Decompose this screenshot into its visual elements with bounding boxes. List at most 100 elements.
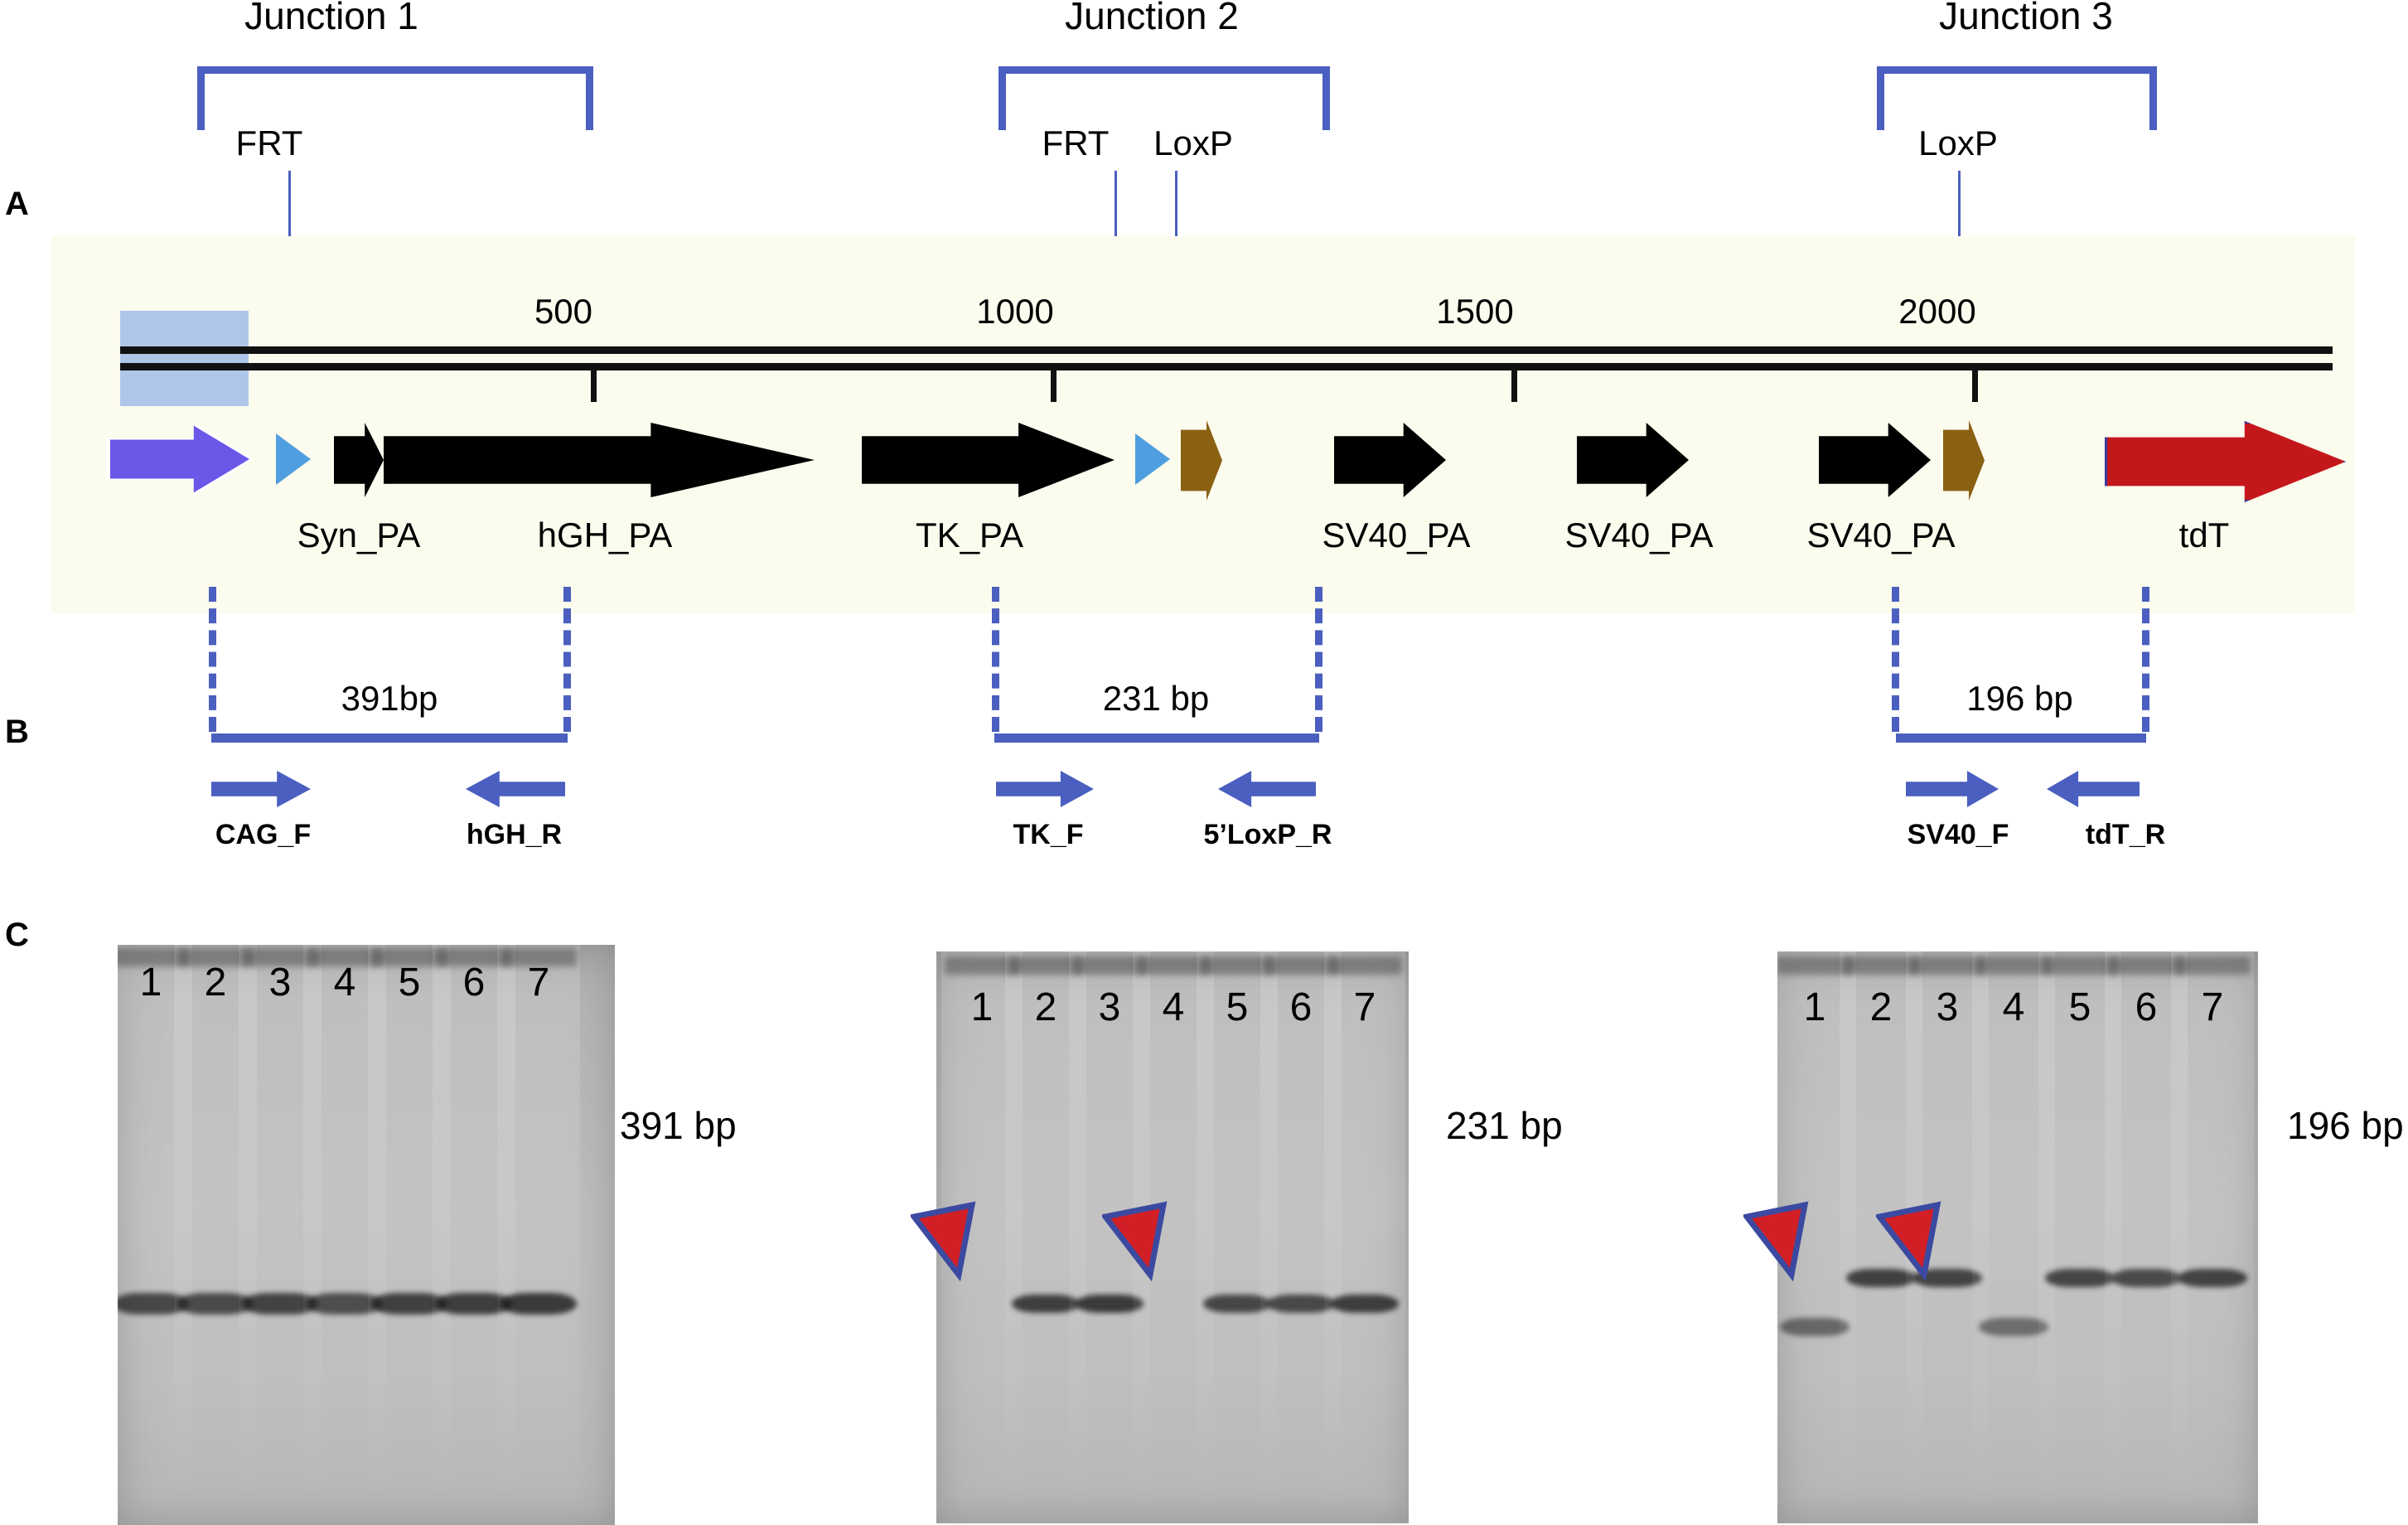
amplicon-2-reverse-primer-arrow (1218, 771, 1316, 807)
sv40-pa-label-2: SV40_PA (1564, 516, 1714, 554)
gel-band (2111, 1268, 2182, 1287)
gel-band (2044, 1268, 2115, 1287)
junction-3-site-loxp: LoxP (1918, 123, 1998, 162)
ruler-tick-1000 (1051, 370, 1057, 402)
gel-band (436, 1293, 512, 1314)
gel-band (1266, 1295, 1336, 1313)
gel-lane-streak (1324, 951, 1405, 1523)
gel-lane-number: 1 (1803, 985, 1826, 1029)
gel-lane-number: 4 (333, 961, 356, 1005)
gel-lane-number: 1 (139, 961, 162, 1005)
ruler-line-bottom (120, 363, 2333, 370)
gel-lane-number: 6 (1289, 985, 1313, 1029)
gel-well (500, 948, 577, 966)
ruler-label-2000: 2000 (1898, 292, 1976, 331)
tdt-label: tdT (2178, 516, 2230, 554)
gel-well (1200, 956, 1274, 975)
gel-well (1909, 956, 1985, 975)
ruler-label-1000: 1000 (976, 292, 1054, 331)
gel-lane-number: 1 (970, 985, 994, 1029)
junction-1-site-frt: FRT (235, 123, 303, 162)
ruler-tick-1500 (1511, 370, 1517, 402)
amplicon-3-bar (1896, 733, 2146, 743)
amplicon-1-reverse-primer-arrow (466, 771, 565, 807)
gel-band (1845, 1268, 1917, 1287)
gel-lane-number: 2 (204, 961, 227, 1005)
gel-well (1008, 956, 1083, 975)
gel-band (307, 1293, 383, 1314)
gel-lane-number: 7 (1353, 985, 1376, 1029)
gel-band (1978, 1317, 2049, 1336)
gel-well (1843, 956, 1919, 975)
gel-well (371, 948, 447, 966)
amplicon-1-forward-primer-name: CAG_F (215, 819, 312, 850)
gel-lane-streak (497, 945, 580, 1525)
gel-lane-number: 5 (398, 961, 421, 1005)
tk-pa-label: TK_PA (916, 516, 1023, 554)
gel-band (242, 1293, 318, 1314)
amplicon-1-dash-left (209, 587, 216, 732)
amplicon-1-dash-right (563, 587, 571, 732)
panel-letter-b: B (5, 714, 29, 750)
gel-lane-number: 5 (1226, 985, 1249, 1029)
junction-2-title: Junction 2 (1065, 0, 1239, 37)
gel-well (2174, 956, 2251, 975)
map-highlight-box (120, 311, 249, 406)
gel-lane-streak (2171, 951, 2254, 1523)
gel-well (177, 948, 254, 966)
amplicon-2-bar (994, 733, 1319, 743)
amplicon-1-forward-primer-arrow (211, 771, 311, 807)
ruler-tick-2000 (1972, 370, 1978, 402)
amplicon-3-dash-left (1892, 587, 1899, 732)
gel-lane-number: 5 (2068, 985, 2091, 1029)
ruler-label-500: 500 (534, 292, 593, 331)
gel-well (1327, 956, 1402, 975)
amplicon-1-bar (211, 733, 568, 743)
junction-2-bracket (998, 66, 1330, 130)
junction-1-title: Junction 1 (244, 0, 418, 37)
gel-3-size-label: 196 bp (2287, 1104, 2404, 1147)
gel-well (436, 948, 512, 966)
gel-band (1912, 1268, 1983, 1287)
gel-band (1779, 1317, 1850, 1336)
ruler-label-1500: 1500 (1436, 292, 1514, 331)
gel-lane-number: 3 (1098, 985, 1121, 1029)
ruler-tick-500 (591, 370, 597, 402)
gel-lane-number: 4 (1162, 985, 1185, 1029)
gel-lane-number: 7 (527, 961, 550, 1005)
amplicon-3-dash-right (2142, 587, 2149, 732)
gel-lane-number: 2 (1869, 985, 1893, 1029)
panel-letter-c: C (5, 917, 29, 953)
gel-arrowhead-marker (908, 1195, 1007, 1295)
amplicon-2-dash-left (992, 587, 999, 732)
gel-band (371, 1293, 447, 1314)
ruler-line-top (120, 346, 2333, 354)
sv40-pa-label-3: SV40_PA (1806, 516, 1956, 554)
gel-well (945, 956, 1019, 975)
gel-well (1136, 956, 1211, 975)
gel-lane-number: 3 (268, 961, 292, 1005)
gel-1-size-label: 391 bp (620, 1104, 737, 1147)
gel-well (118, 948, 189, 966)
amplicon-2-reverse-primer-name: 5’LoxP_R (1203, 819, 1332, 850)
amplicon-2-dash-right (1315, 587, 1322, 732)
gel-band (1330, 1295, 1400, 1313)
amplicon-2-forward-primer-arrow (996, 771, 1094, 807)
gel-band (118, 1293, 189, 1314)
amplicon-3-forward-primer-name: SV40_F (1907, 819, 2009, 850)
amplicon-3-forward-primer-arrow (1906, 771, 1999, 807)
junction-3-title: Junction 3 (1939, 0, 2113, 37)
gel-band (500, 1293, 577, 1314)
gel-band (1075, 1295, 1144, 1313)
amplicon-3-reverse-primer-name: tdT_R (2085, 819, 2166, 850)
amplicon-2-size-label: 231 bp (1102, 679, 1210, 718)
amplicon-3-size-label: 196 bp (1966, 679, 2073, 718)
gel-lane-number: 3 (1936, 985, 1959, 1029)
gel-well (2042, 956, 2118, 975)
gel-well (1264, 956, 1338, 975)
gel-lane-number: 7 (2201, 985, 2224, 1029)
frt-1-tick-line (288, 171, 291, 270)
syn-pa-label: Syn_PA (297, 516, 421, 554)
amplicon-2-forward-primer-name: TK_F (1013, 819, 1084, 850)
